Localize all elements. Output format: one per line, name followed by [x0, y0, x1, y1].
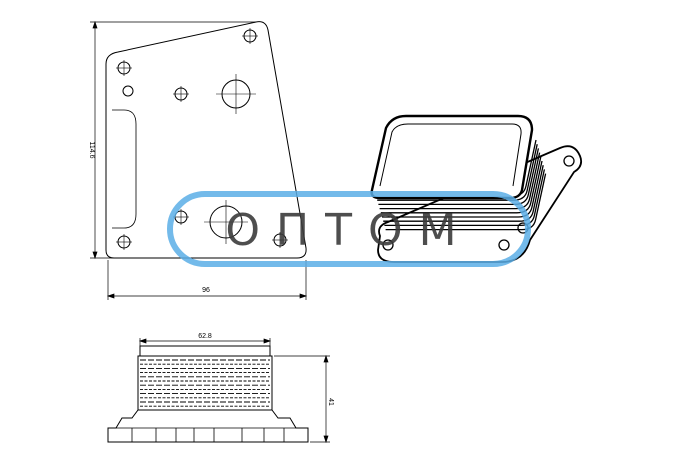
watermark-text: ОПТОМ [225, 205, 472, 256]
side-dimensions [138, 338, 330, 444]
side-base-segments [108, 427, 308, 442]
dim-width-side: 62.8 [198, 333, 212, 340]
side-fin-rows [140, 359, 270, 407]
iso-top-cover-inner [379, 123, 522, 187]
dim-height-side: 41 [327, 398, 334, 406]
side-view [107, 345, 309, 443]
side-base-flange [107, 409, 309, 443]
flange-plate-outline [105, 21, 307, 259]
side-top-plate [139, 345, 271, 357]
cooler-fin [380, 156, 542, 214]
cooler-fin [385, 173, 547, 231]
dim-height-front: 114.6 [88, 142, 95, 159]
watermark: ОПТОМ [167, 191, 531, 267]
watermark-ring [167, 191, 531, 267]
dim-width-front: 96 [202, 287, 210, 294]
flange-inner-contour [112, 109, 137, 229]
cooler-fin [379, 152, 541, 210]
front-view [105, 21, 307, 259]
hole-centerlines [116, 28, 288, 250]
iso-top-cover [370, 114, 534, 200]
front-dimensions [90, 20, 308, 300]
